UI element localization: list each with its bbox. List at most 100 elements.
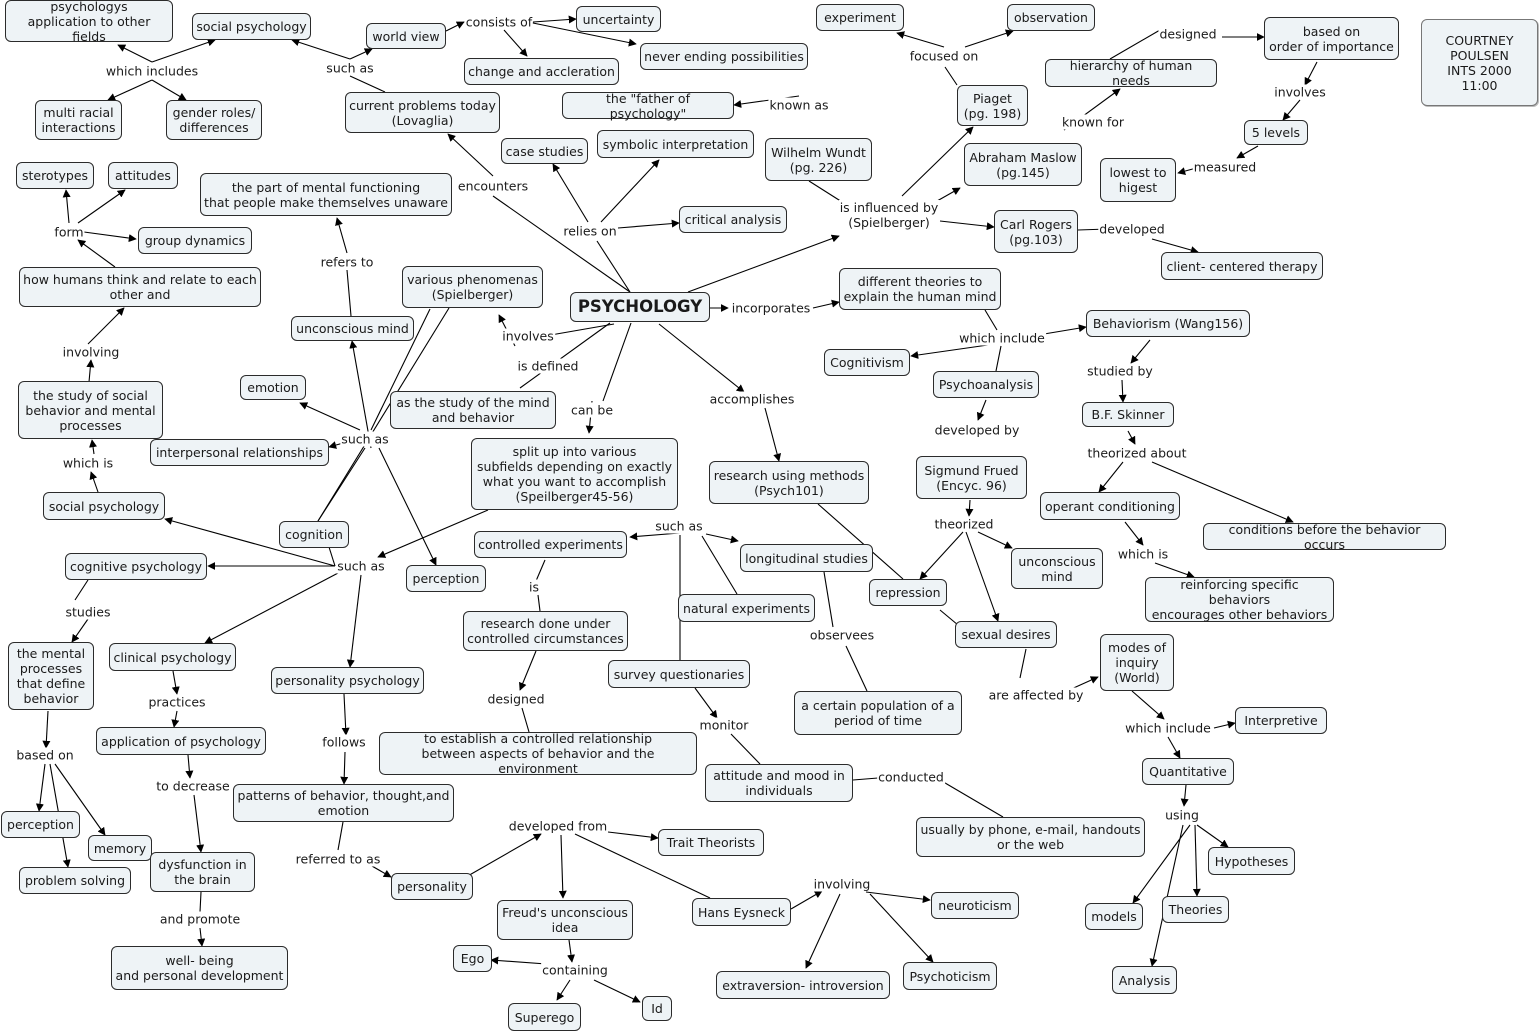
concept-node-study-social[interactable]: the study of social behavior and mental … xyxy=(18,381,163,439)
concept-node-observation[interactable]: observation xyxy=(1007,4,1095,31)
concept-node-cognition[interactable]: cognition xyxy=(279,521,349,548)
concept-node-quantitative[interactable]: Quantitative xyxy=(1142,758,1234,785)
concept-node-ego[interactable]: Ego xyxy=(453,945,492,972)
concept-node-survey[interactable]: survey questionaries xyxy=(608,660,750,688)
concept-node-never-ending[interactable]: never ending possibilities xyxy=(640,43,808,70)
concept-node-id[interactable]: Id xyxy=(642,996,672,1021)
concept-node-author-credit[interactable]: COURTNEY POULSEN INTS 2000 11:00 xyxy=(1421,19,1538,106)
concept-node-personality[interactable]: personality xyxy=(391,873,473,900)
concept-node-establish[interactable]: to establish a controlled relationship b… xyxy=(379,731,697,776)
connector-arrow xyxy=(341,693,350,736)
concept-node-split-up[interactable]: split up into various subfields dependin… xyxy=(471,438,678,510)
concept-node-repression[interactable]: repression xyxy=(869,579,947,606)
connector-arrow xyxy=(812,299,840,309)
concept-node-hans[interactable]: Hans Eysneck xyxy=(692,898,791,926)
concept-node-controlled-exp[interactable]: controlled experiments xyxy=(474,531,627,558)
linking-phrase-consists-of: consists of xyxy=(464,14,534,30)
concept-node-based-on-order[interactable]: based on order of importance xyxy=(1264,17,1399,60)
concept-node-interpersonal[interactable]: interpersonal relationships xyxy=(150,439,329,466)
concept-node-sexual-desires[interactable]: sexual desires xyxy=(955,621,1057,648)
concept-node-certain-pop[interactable]: a certain population of a period of time xyxy=(794,691,962,735)
concept-node-perception-left[interactable]: perception xyxy=(1,811,80,838)
concept-node-hypotheses[interactable]: Hypotheses xyxy=(1208,847,1295,875)
concept-node-longitudinal[interactable]: longitudinal studies xyxy=(740,544,873,572)
linking-phrase-designed-top: designed xyxy=(1158,26,1218,42)
concept-node-unconscious-mind-left[interactable]: unconscious mind xyxy=(291,316,414,341)
concept-node-group-dynamics[interactable]: group dynamics xyxy=(138,227,252,254)
concept-node-father[interactable]: the "father of psychology" xyxy=(562,91,734,121)
concept-node-dysfunction[interactable]: dysfunction in the brain xyxy=(150,852,255,892)
concept-node-current-problems[interactable]: current problems today (Lovaglia) xyxy=(345,92,500,133)
concept-node-change[interactable]: change and accleration xyxy=(464,58,619,85)
concept-node-problem-solving[interactable]: problem solving xyxy=(19,867,131,894)
concept-node-conditions[interactable]: conditions before the behavior occurs xyxy=(1203,522,1446,552)
concept-node-attitudes[interactable]: attitudes xyxy=(108,162,178,189)
connector-arrow xyxy=(42,710,51,749)
concept-node-uncertainty[interactable]: uncertainty xyxy=(576,6,661,32)
concept-node-operant[interactable]: operant conditioning xyxy=(1040,492,1180,520)
concept-node-application[interactable]: application of psychology xyxy=(96,727,266,755)
concept-node-critical[interactable]: critical analysis xyxy=(679,206,787,233)
concept-node-hierarchy[interactable]: hierarchy of human needs xyxy=(1045,58,1217,88)
concept-node-superego[interactable]: Superego xyxy=(508,1003,581,1031)
concept-node-perception-mid[interactable]: perception xyxy=(406,565,486,592)
concept-node-cognitive-psych[interactable]: cognitive psychology xyxy=(65,553,207,580)
concept-node-memory[interactable]: memory xyxy=(88,835,152,861)
concept-node-freuds-idea[interactable]: Freud's unconscious idea xyxy=(497,900,633,940)
concept-node-five-levels[interactable]: 5 levels xyxy=(1244,120,1308,145)
concept-node-experiment[interactable]: experiment xyxy=(816,4,904,31)
concept-node-multi-racial[interactable]: multi racial interactions xyxy=(35,100,122,140)
concept-node-models[interactable]: models xyxy=(1085,903,1143,930)
concept-node-analysis[interactable]: Analysis xyxy=(1112,966,1177,994)
concept-node-emotion[interactable]: emotion xyxy=(240,375,306,400)
concept-node-research-methods[interactable]: research using methods (Psych101) xyxy=(709,461,869,504)
concept-node-sterotypes[interactable]: sterotypes xyxy=(16,162,94,189)
concept-node-attitude-mood[interactable]: attitude and mood in individuals xyxy=(705,764,853,802)
concept-node-maslow[interactable]: Abraham Maslow (pg.145) xyxy=(964,143,1082,186)
concept-node-research-done[interactable]: research done under controlled circumsta… xyxy=(463,611,628,651)
concept-node-wundt[interactable]: Wilhelm Wundt (pg. 226) xyxy=(765,138,872,181)
concept-node-behaviorism[interactable]: Behaviorism (Wang156) xyxy=(1086,310,1250,337)
concept-node-psychologys[interactable]: psychologys application to other fields xyxy=(5,0,173,44)
concept-node-gender-roles[interactable]: gender roles/ differences xyxy=(166,100,262,140)
concept-node-case-studies[interactable]: case studies xyxy=(501,138,588,164)
concept-node-lowest[interactable]: lowest to higest xyxy=(1100,158,1176,202)
concept-node-symbolic[interactable]: symbolic interpretation xyxy=(597,130,754,158)
concept-node-social-psych[interactable]: social psychology xyxy=(43,492,165,520)
concept-node-psychoticism[interactable]: Psychoticism xyxy=(903,962,997,990)
connector-arrow xyxy=(910,344,989,359)
concept-node-extraversion[interactable]: extraversion- introversion xyxy=(716,971,890,999)
concept-node-psychology[interactable]: PSYCHOLOGY xyxy=(570,292,710,322)
concept-node-modes[interactable]: modes of inquiry (World) xyxy=(1100,634,1174,691)
concept-node-mental-processes[interactable]: the mental processes that define behavio… xyxy=(8,642,94,710)
concept-node-unconscious-mind-right[interactable]: unconscious mind xyxy=(1011,548,1103,589)
concept-node-world-view[interactable]: world view xyxy=(366,23,446,49)
concept-node-rogers[interactable]: Carl Rogers (pg.103) xyxy=(994,210,1078,253)
concept-node-as-study[interactable]: as the study of the mind and behavior xyxy=(390,391,556,429)
concept-node-patterns[interactable]: patterns of behavior, thought,and emotio… xyxy=(233,784,454,822)
concept-node-clinical[interactable]: clinical psychology xyxy=(109,643,236,671)
concept-node-different-theories[interactable]: different theories to explain the human … xyxy=(839,268,1001,310)
concept-node-how-humans[interactable]: how humans think and relate to each othe… xyxy=(19,267,261,307)
concept-node-skinner[interactable]: B.F. Skinner xyxy=(1082,402,1174,427)
connector-arrow xyxy=(299,402,361,431)
concept-node-personality-psych[interactable]: personality psychology xyxy=(271,667,424,694)
concept-node-theories[interactable]: Theories xyxy=(1162,896,1229,923)
concept-node-social-psych-top[interactable]: social psychology xyxy=(192,13,311,40)
concept-node-reinforcing[interactable]: reinforcing specific behaviors encourage… xyxy=(1145,577,1334,622)
concept-node-cognitivism[interactable]: Cognitivism xyxy=(824,349,910,376)
concept-node-piaget[interactable]: Piaget (pg. 198) xyxy=(957,85,1028,126)
connector-arrow xyxy=(335,217,348,254)
concept-node-natural-exp[interactable]: natural experiments xyxy=(678,594,815,622)
concept-node-trait[interactable]: Trait Theorists xyxy=(658,829,764,856)
concept-node-usually[interactable]: usually by phone, e-mail, handouts or th… xyxy=(916,817,1145,857)
concept-node-interpretive[interactable]: Interpretive xyxy=(1235,707,1327,734)
concept-node-psychoanalysis[interactable]: Psychoanalysis xyxy=(933,371,1039,398)
concept-node-freud[interactable]: Sigmund Frued (Encyc. 96) xyxy=(916,456,1027,499)
concept-node-neuroticism[interactable]: neuroticism xyxy=(931,892,1019,919)
concept-node-client-centered[interactable]: client- centered therapy xyxy=(1161,252,1323,280)
concept-node-mental-functioning[interactable]: the part of mental functioning that peop… xyxy=(200,173,452,216)
concept-node-well-being[interactable]: well- being and personal development xyxy=(111,946,288,990)
concept-node-various-phen[interactable]: various phenomenas (Spielberger) xyxy=(402,266,543,308)
